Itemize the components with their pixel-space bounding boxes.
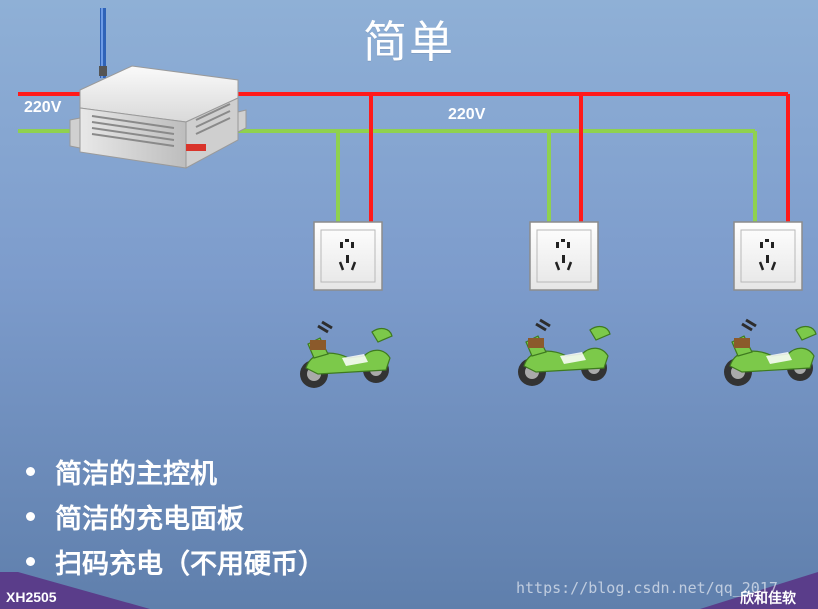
bullet-dot-icon [26, 557, 35, 566]
bullet-dot-icon [26, 512, 35, 521]
bullet-text: 简洁的充电面板 [55, 504, 244, 535]
electric-scooter-icon [300, 320, 393, 388]
bullet-item: 扫码充电（不用硬币） [24, 539, 325, 584]
electric-scooter-icon [518, 318, 611, 386]
wire-label-mid: 220V [448, 106, 486, 123]
electric-scooter-icon [724, 318, 817, 386]
bullet-text: 简洁的主控机 [55, 459, 217, 490]
bullet-item: 简洁的充电面板 [24, 494, 325, 539]
footer-band-right [700, 572, 818, 609]
power-socket-icon [313, 221, 383, 291]
bullet-text: 扫码充电（不用硬币） [55, 549, 325, 580]
watermark: https://blog.csdn.net/qq_2017 [516, 579, 778, 597]
power-socket-icon [529, 221, 599, 291]
bullet-list: 简洁的主控机 简洁的充电面板 扫码充电（不用硬币） [24, 449, 325, 584]
bullet-item: 简洁的主控机 [24, 449, 325, 494]
antenna-icon [99, 8, 107, 78]
controller-box-icon [69, 65, 247, 169]
footer-brand: 欣和佳软 [740, 590, 796, 606]
power-socket-icon [733, 221, 803, 291]
bullet-dot-icon [26, 467, 35, 476]
slide-title: 简单 [363, 17, 455, 68]
footer-code: XH2505 [6, 589, 57, 605]
footer-band-left [0, 572, 150, 609]
wire-label-left: 220V [24, 99, 62, 116]
